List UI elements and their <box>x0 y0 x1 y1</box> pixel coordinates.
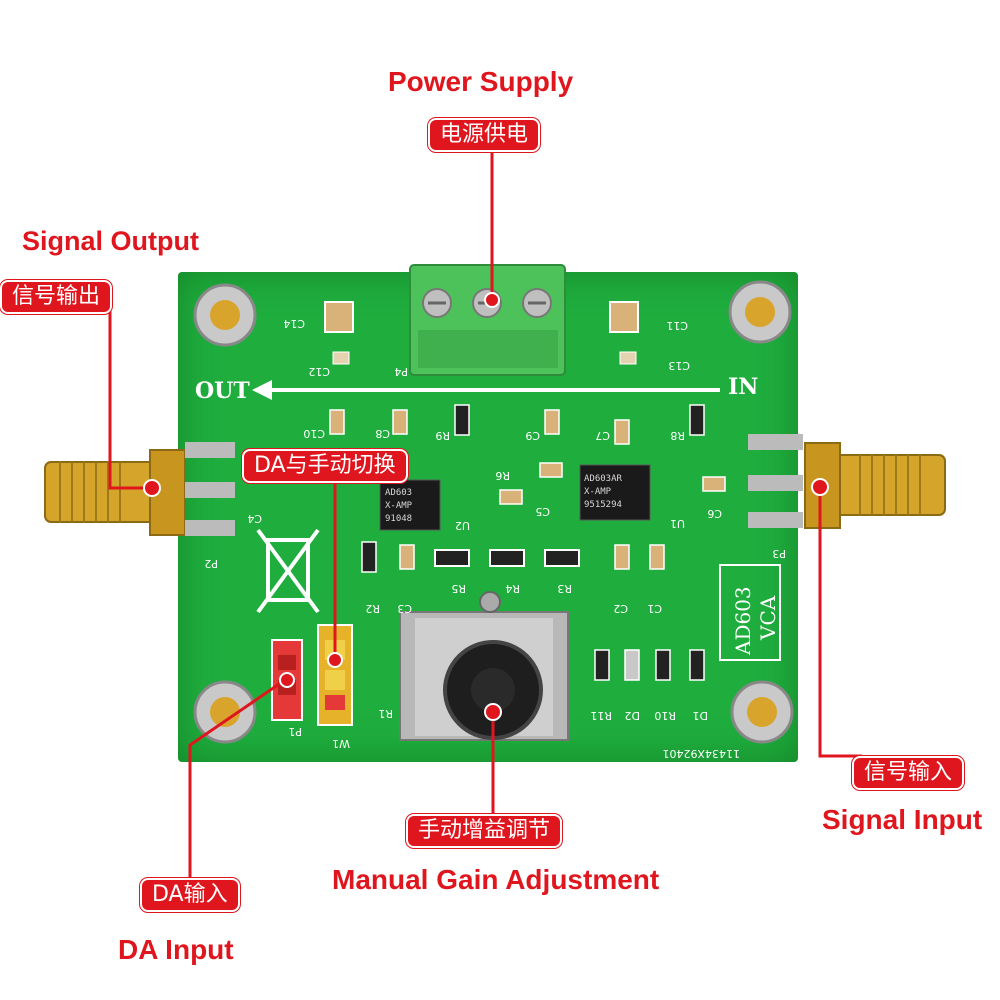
chip-u2: AD603 X-AMP 91048 <box>379 479 441 531</box>
silk-c8: C8 <box>375 427 390 440</box>
capacitor-c14 <box>324 301 354 333</box>
silk-r5: R5 <box>451 582 466 595</box>
silk-u2: U2 <box>455 519 470 532</box>
smd-capacitors <box>329 409 726 570</box>
da-input-label-en: DA Input <box>118 934 234 965</box>
silk-c13: C13 <box>668 359 690 372</box>
silk-c6: C6 <box>707 507 722 520</box>
silk-r4: R4 <box>505 582 520 595</box>
capacitor-c13 <box>619 351 637 365</box>
chip-u2-line-3: 91048 <box>385 514 412 524</box>
sma-connector-output[interactable] <box>44 442 235 536</box>
silk-r6: R6 <box>495 469 510 482</box>
potentiometer-gain-knob[interactable] <box>399 591 569 741</box>
signal-input-label-en: Signal Input <box>822 804 983 835</box>
smd-resistors <box>361 404 705 681</box>
signal-direction-arrow <box>252 380 720 400</box>
power-terminal-block[interactable] <box>409 264 566 376</box>
silk-c2: C2 <box>613 602 628 615</box>
out-silkscreen: OUT <box>195 378 250 404</box>
silk-c7: C7 <box>595 429 610 442</box>
silk-c4: C4 <box>247 512 262 525</box>
capacitor-c11 <box>609 301 639 333</box>
da-input-label-cn: DA输入 <box>140 878 240 912</box>
silk-p3: P3 <box>772 547 786 560</box>
mounting-screw-top-left <box>193 283 257 347</box>
resistor-row <box>434 549 580 567</box>
mounting-screw-bottom-right <box>730 680 794 744</box>
chip-u1-line-1: AD603AR <box>584 474 623 484</box>
sma-connector-input[interactable] <box>748 434 946 529</box>
silk-r9: R9 <box>435 429 450 442</box>
silk-r11: R11 <box>590 709 612 722</box>
signal-output-label-en: Signal Output <box>22 226 199 256</box>
power-supply-label-en: Power Supply <box>388 66 574 97</box>
silk-r10: R10 <box>654 709 676 722</box>
manual-gain-label-en: Manual Gain Adjustment <box>332 864 660 895</box>
vca-label-2: VCA <box>756 595 780 641</box>
chip-u1: AD603AR X-AMP 9515294 <box>579 464 651 521</box>
silk-c10: C10 <box>303 427 325 440</box>
capacitor-c12 <box>332 351 350 365</box>
silk-p1: P1 <box>288 725 302 738</box>
chip-u2-line-1: AD603 <box>385 488 412 498</box>
silk-c14: C14 <box>283 317 305 330</box>
switch-label-cn: DA与手动切换 <box>242 449 408 483</box>
mounting-screw-bottom-left <box>193 680 257 744</box>
chip-u1-line-2: X-AMP <box>584 487 612 497</box>
serial-number: 11434X92401 <box>662 747 740 760</box>
vca-silkscreen-box <box>719 564 781 661</box>
callout-dots <box>143 292 829 721</box>
silk-d2: D2 <box>625 709 640 722</box>
in-silkscreen: IN <box>728 374 758 400</box>
signal-output-label-cn: 信号输出 <box>0 280 113 314</box>
silk-c5: C5 <box>535 505 550 518</box>
silk-r2: R2 <box>365 602 380 615</box>
weee-symbol <box>256 528 320 614</box>
power-supply-label-cn: 电源供电 <box>428 118 541 152</box>
silk-r8: R8 <box>670 429 685 442</box>
silk-c12: C12 <box>308 365 330 378</box>
leds <box>624 649 640 681</box>
silk-u1: U1 <box>670 517 685 530</box>
silk-r1: R1 <box>378 707 393 720</box>
silk-c1: C1 <box>647 602 662 615</box>
mounting-screw-top-right <box>728 280 792 344</box>
chip-u1-line-3: 9515294 <box>584 500 622 510</box>
silk-c3: C3 <box>397 602 412 615</box>
manual-gain-label-cn: 手动增益调节 <box>406 814 563 848</box>
silk-c9: C9 <box>525 429 540 442</box>
silk-r3: R3 <box>557 582 572 595</box>
silk-w1: W1 <box>332 737 350 750</box>
chip-u2-line-2: X-AMP <box>385 501 413 511</box>
silk-p4: P4 <box>394 365 408 378</box>
silk-d1: D1 <box>693 709 708 722</box>
vca-label-1: AD603 <box>731 586 755 656</box>
silk-c11: C11 <box>666 319 688 332</box>
signal-input-label-cn: 信号输入 <box>852 756 965 790</box>
silk-p2: P2 <box>204 557 218 570</box>
